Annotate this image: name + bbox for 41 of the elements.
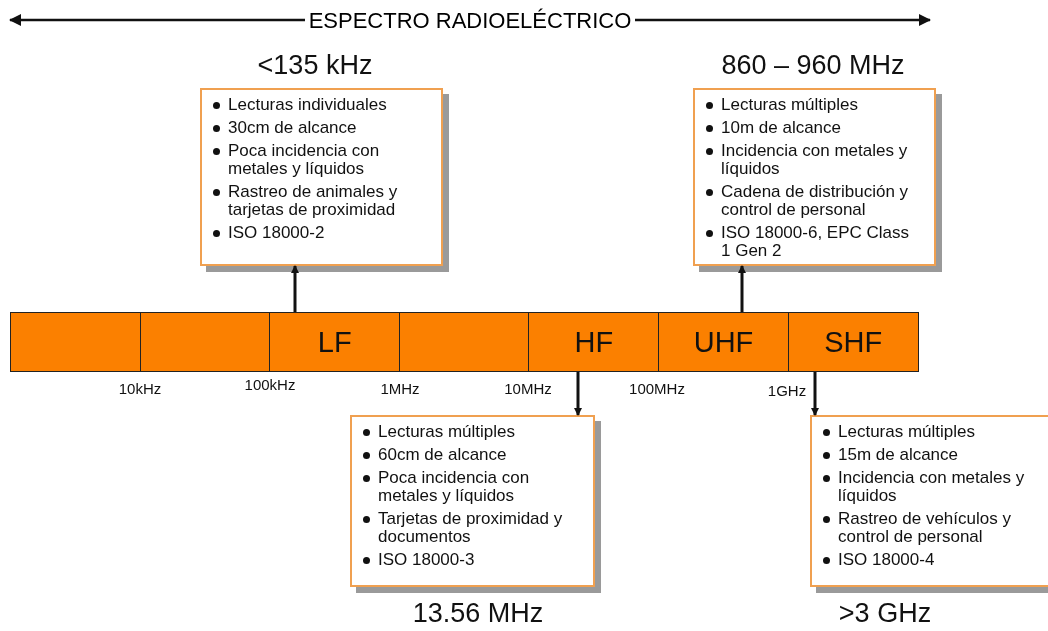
bullet-item: Rastreo de animales y tarjetas de proximidad: [210, 183, 425, 219]
band-segment: SHF: [787, 312, 919, 372]
bullet-item: 15m de alcance: [820, 446, 1032, 464]
frequency-label: 860 – 960 MHz: [721, 50, 905, 81]
frequency-label: >3 GHz: [838, 598, 932, 629]
bullet-item: 60cm de alcance: [360, 446, 577, 464]
bullet-item: 10m de alcance: [703, 119, 918, 137]
band-segment: LF: [269, 312, 401, 372]
frequency-tick-label: 10kHz: [118, 380, 162, 397]
bullet-item: Cadena de distribución y control de personal: [703, 183, 918, 219]
frequency-tick-label: 100kHz: [244, 376, 296, 393]
bullet-item: Incidencia con metales y líquidos: [703, 142, 918, 178]
bullet-item: Lecturas múltiples: [820, 423, 1032, 441]
bullet-item: Tarjetas de proximidad y documentos: [360, 510, 577, 546]
bullet-item: Lecturas múltiples: [360, 423, 577, 441]
arrow: [811, 372, 819, 416]
bullet-item: Incidencia con metales y líquidos: [820, 469, 1032, 505]
bullet-item: Rastreo de vehículos y control de personal: [820, 510, 1032, 546]
bullet-item: ISO 18000-4: [820, 551, 1032, 569]
arrow: [574, 372, 582, 416]
frequency-label: <135 kHz: [257, 50, 373, 81]
band-segment: [139, 312, 271, 372]
frequency-tick-label: 10MHz: [504, 380, 552, 397]
bullet-item: Poca incidencia con metales y líquidos: [210, 142, 425, 178]
arrow: [291, 265, 299, 312]
band-segment: HF: [528, 312, 660, 372]
bullet-item: Lecturas individuales: [210, 96, 425, 114]
band-segment: UHF: [658, 312, 790, 372]
frequency-label: 13.56 MHz: [412, 598, 544, 629]
bullet-item: ISO 18000-3: [360, 551, 577, 569]
band-segment: [10, 312, 142, 372]
arrow: [738, 265, 746, 312]
bullet-item: 30cm de alcance: [210, 119, 425, 137]
bullet-item: ISO 18000-2: [210, 224, 425, 242]
bullet-item: Poca incidencia con metales y líquidos: [360, 469, 577, 505]
frequency-tick-label: 100MHz: [629, 380, 685, 397]
band-segment: [398, 312, 530, 372]
frequency-tick-label: 1MHz: [380, 380, 420, 397]
bullet-item: ISO 18000-6, EPC Class 1 Gen 2: [703, 224, 918, 260]
frequency-tick-label: 1GHz: [767, 382, 807, 399]
bullet-item: Lecturas múltiples: [703, 96, 918, 114]
